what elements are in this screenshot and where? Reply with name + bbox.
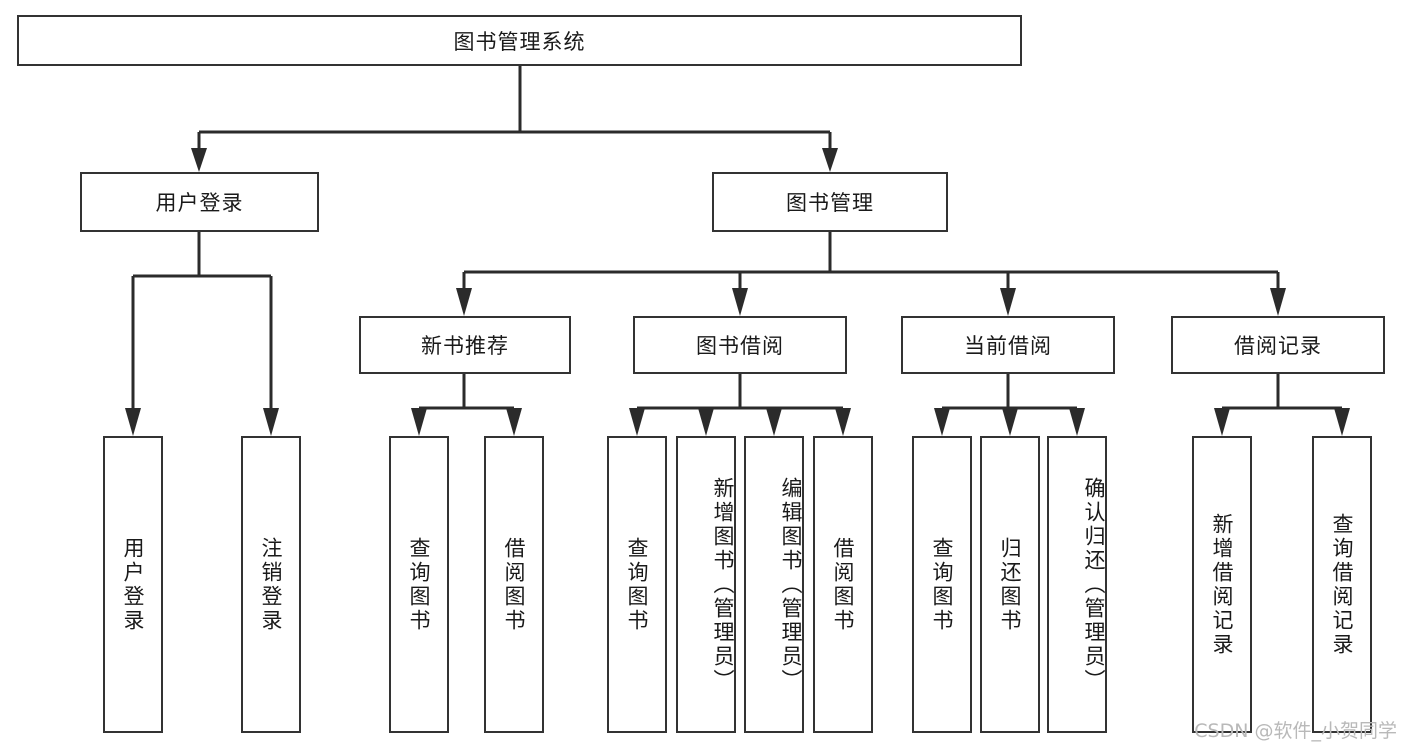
node-root-book-management-system[interactable]: 图书管理系统 <box>17 15 1022 66</box>
arrow-currentborrow-l1 <box>934 408 950 436</box>
arrow-newbook-l2 <box>506 408 522 436</box>
arrow-borrowrecord <box>1270 288 1286 316</box>
leaf-user-login-logout[interactable]: 注销登录 <box>241 436 301 733</box>
leaf-borrow-record-query-record[interactable]: 查询借阅记录 <box>1312 436 1372 733</box>
leaf-new-book-borrow-books[interactable]: 借阅图书 <box>484 436 544 733</box>
arrow-userlogin-l1 <box>125 408 141 436</box>
arrow-currentborrow-l3 <box>1069 408 1085 436</box>
node-user-login[interactable]: 用户登录 <box>80 172 319 232</box>
arrow-newbook-l1 <box>411 408 427 436</box>
leaf-current-borrow-query-books[interactable]: 查询图书 <box>912 436 972 733</box>
arrow-bookborrow-l3 <box>766 408 782 436</box>
arrow-book-mgmt <box>822 148 838 172</box>
arrow-bookborrow <box>732 288 748 316</box>
arrow-bookborrow-l2 <box>698 408 714 436</box>
leaf-book-borrow-add-book-admin[interactable]: 新增图书（管理员） <box>676 436 736 733</box>
csdn-watermark: CSDN @软件_小贺同学 <box>1194 720 1397 742</box>
arrow-bookborrow-l1 <box>629 408 645 436</box>
arrow-currentborrow <box>1000 288 1016 316</box>
leaf-new-book-query-books[interactable]: 查询图书 <box>389 436 449 733</box>
node-current-borrow[interactable]: 当前借阅 <box>901 316 1115 374</box>
node-new-book-recommend[interactable]: 新书推荐 <box>359 316 571 374</box>
node-book-management[interactable]: 图书管理 <box>712 172 948 232</box>
arrow-newbook <box>456 288 472 316</box>
arrow-bookborrow-l4 <box>835 408 851 436</box>
leaf-book-borrow-borrow-books[interactable]: 借阅图书 <box>813 436 873 733</box>
arrow-borrowrecord-l2 <box>1334 408 1350 436</box>
leaf-borrow-record-add-record[interactable]: 新增借阅记录 <box>1192 436 1252 733</box>
arrow-userlogin-l2 <box>263 408 279 436</box>
node-borrow-record[interactable]: 借阅记录 <box>1171 316 1385 374</box>
leaf-user-login-do-login[interactable]: 用户登录 <box>103 436 163 733</box>
arrow-currentborrow-l2 <box>1002 408 1018 436</box>
arrow-borrowrecord-l1 <box>1214 408 1230 436</box>
leaf-book-borrow-query-books[interactable]: 查询图书 <box>607 436 667 733</box>
node-book-borrow[interactable]: 图书借阅 <box>633 316 847 374</box>
leaf-book-borrow-edit-book-admin[interactable]: 编辑图书（管理员） <box>744 436 804 733</box>
leaf-current-borrow-return-books[interactable]: 归还图书 <box>980 436 1040 733</box>
arrow-user-login <box>191 148 207 172</box>
leaf-current-borrow-confirm-return-admin[interactable]: 确认归还（管理员） <box>1047 436 1107 733</box>
